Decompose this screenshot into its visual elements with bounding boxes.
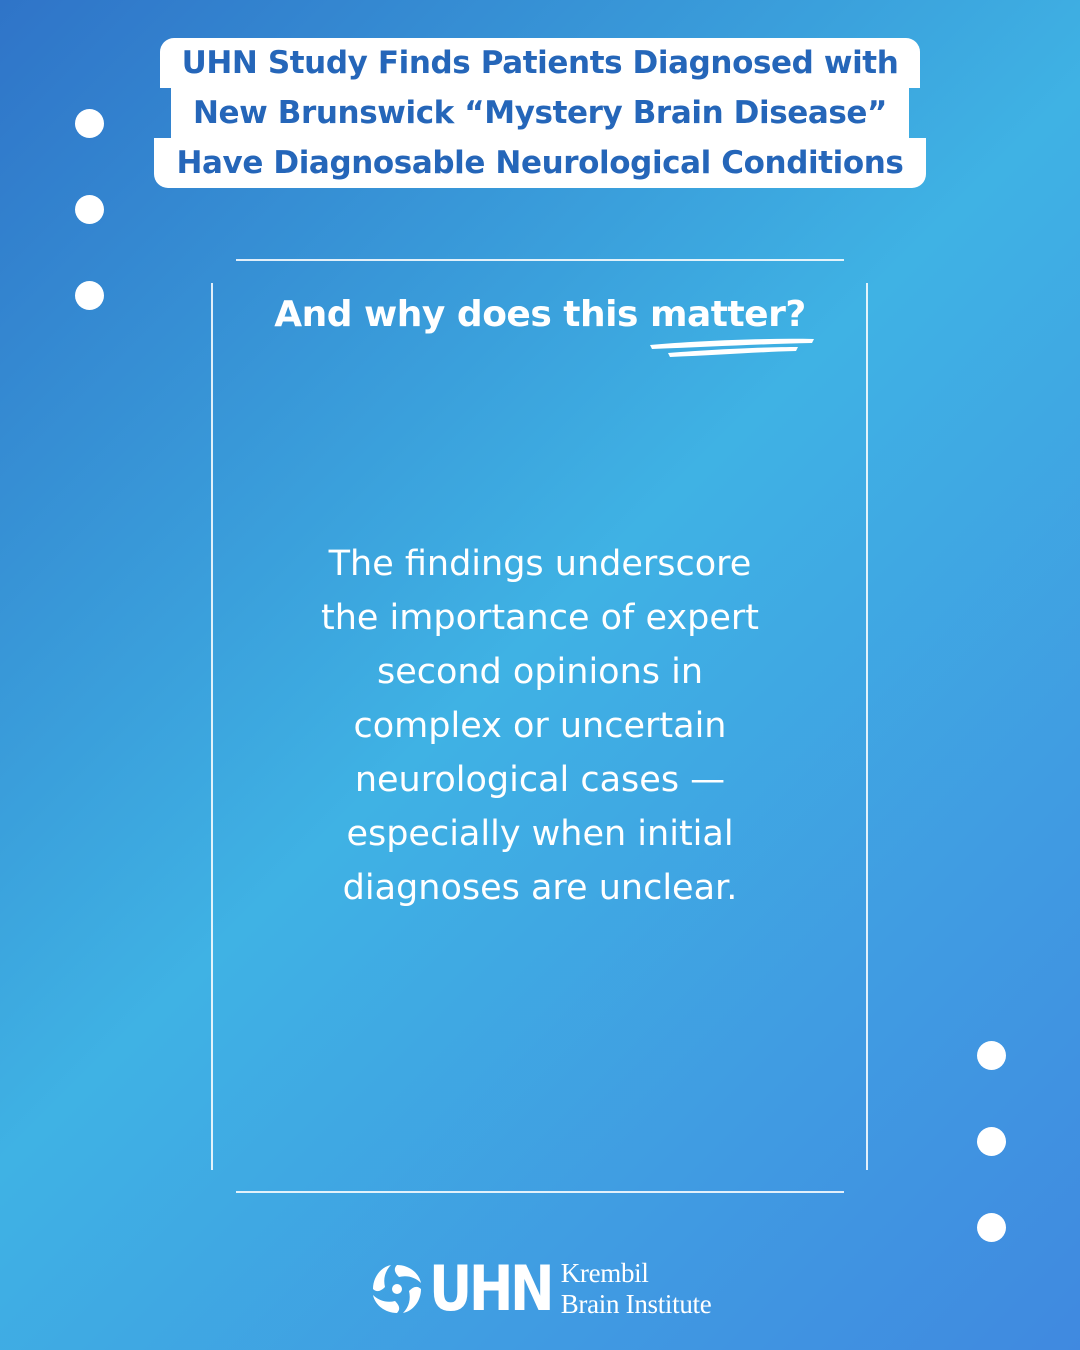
headline-line-1: UHN Study Finds Patients Diagnosed with (159, 38, 921, 88)
frame-left-line (211, 283, 213, 1170)
body-line: The findings underscore (328, 544, 752, 584)
decorative-dot-left-1 (75, 109, 104, 138)
uhn-pinwheel-icon (372, 1265, 421, 1313)
decorative-dot-left-2 (75, 195, 104, 224)
body-line: the importance of expert (320, 598, 759, 638)
body-line: diagnoses are unclear. (342, 868, 738, 908)
logo-subtitle-line-1: Krembil (560, 1258, 649, 1288)
decorative-dot-left-3 (75, 281, 104, 310)
logo-subtitle: Krembil Brain Institute (561, 1258, 712, 1320)
decorative-dot-right-2 (977, 1127, 1006, 1156)
subheading-emphasis-text: matter? (649, 294, 806, 335)
body-line: neurological cases — (354, 760, 726, 800)
decorative-dot-right-3 (977, 1213, 1006, 1242)
uhn-krembil-logo: UHN Krembil Brain Institute (0, 1258, 1080, 1320)
body-line: complex or uncertain (353, 706, 727, 746)
decorative-dot-right-1 (977, 1041, 1006, 1070)
subheading: And why does this matter? (212, 294, 868, 357)
body-line: especially when initial (346, 814, 734, 854)
headline-line-3: Have Diagnosable Neurological Conditions (154, 138, 926, 188)
frame-top-line (236, 259, 844, 261)
underline-swoosh-icon (649, 338, 814, 357)
body-line: second opinions in (376, 652, 704, 692)
subheading-prefix: And why does this (274, 294, 650, 335)
headline-line-2: New Brunswick “Mystery Brain Disease” (170, 88, 910, 138)
subheading-emphasis: matter? (649, 294, 814, 357)
frame-right-line (866, 283, 868, 1170)
headline: UHN Study Finds Patients Diagnosed with … (0, 38, 1080, 188)
logo-wordmark: UHN (428, 1252, 555, 1325)
logo-subtitle-line-2: Brain Institute (560, 1289, 712, 1319)
frame-bottom-line (236, 1191, 844, 1193)
body-text: The findings underscore the importance o… (212, 537, 868, 915)
